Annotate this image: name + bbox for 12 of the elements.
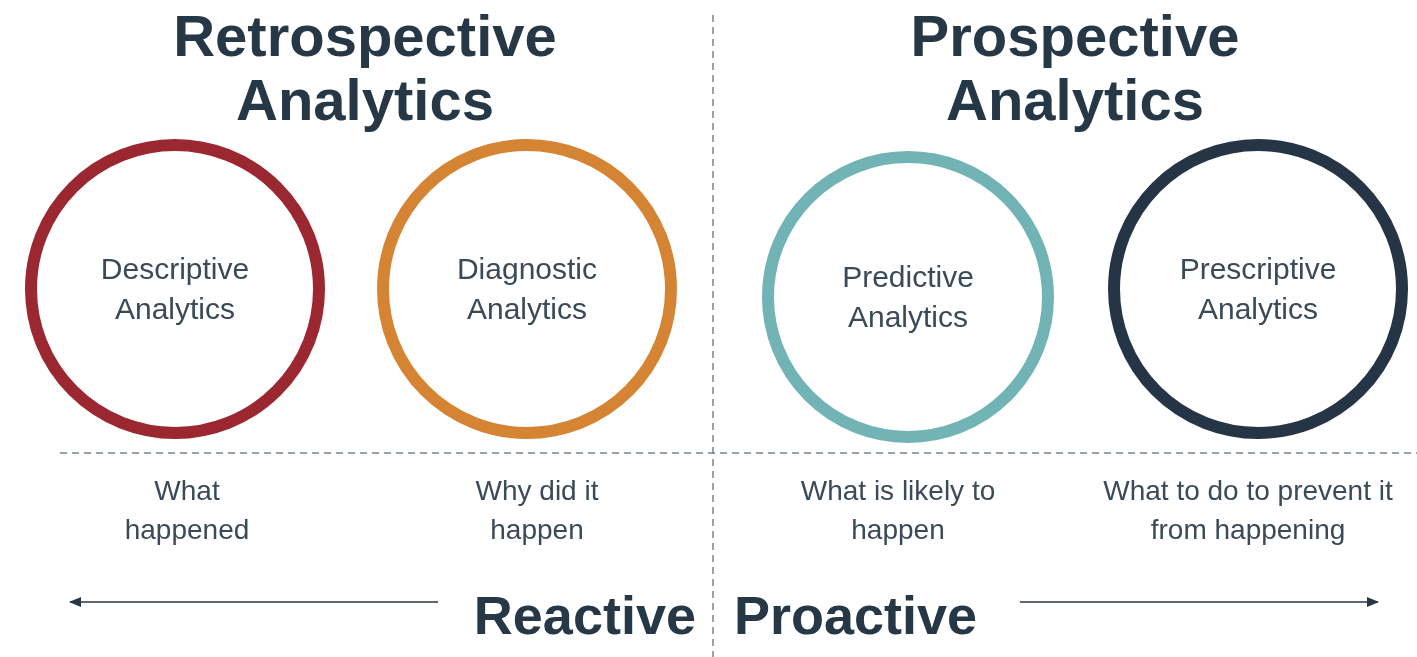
section-heading: Retrospective Analytics bbox=[172, 4, 558, 132]
description-text: Why did it happen bbox=[474, 474, 600, 547]
circle-label: Diagnostic Analytics bbox=[455, 251, 599, 327]
circle-label: Prescriptive Analytics bbox=[1178, 251, 1338, 327]
circle-label: Predictive Analytics bbox=[841, 259, 975, 335]
description-text: What happened bbox=[123, 474, 251, 547]
circle-label: Descriptive Analytics bbox=[99, 251, 251, 327]
section-heading: Prospective Analytics bbox=[909, 4, 1241, 132]
description-text: What to do to prevent it from happening bbox=[1103, 474, 1393, 547]
description-text: What is likely to happen bbox=[799, 474, 997, 547]
axis-label: Reactive bbox=[472, 584, 696, 647]
axis-label: Proactive bbox=[734, 584, 979, 647]
